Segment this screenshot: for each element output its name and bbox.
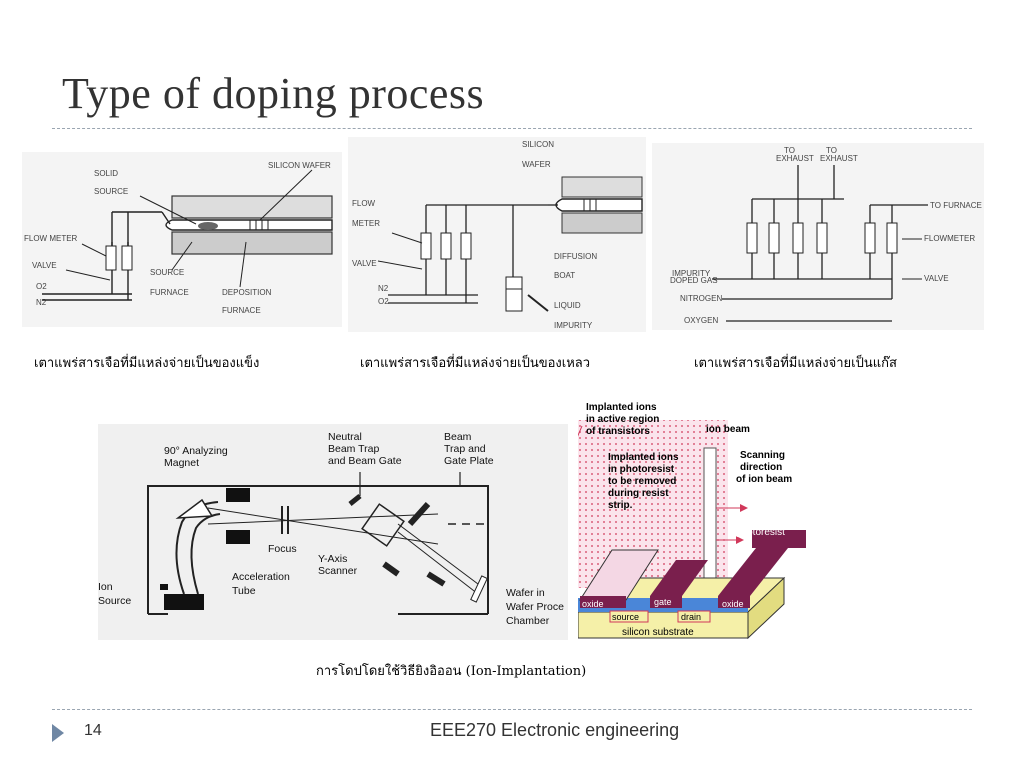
svg-text:Implanted ions: Implanted ions (586, 402, 657, 413)
svg-text:DOPED GAS: DOPED GAS (670, 276, 718, 285)
svg-text:Beam: Beam (444, 431, 472, 443)
svg-text:TO: TO (784, 146, 795, 155)
svg-text:Gate Plate: Gate Plate (444, 455, 494, 467)
svg-text:oxide: oxide (582, 599, 604, 609)
svg-text:Scanner: Scanner (318, 565, 358, 577)
svg-text:VALVE: VALVE (352, 259, 377, 268)
slide-title: Type of doping process (62, 69, 485, 118)
svg-text:Trap and: Trap and (444, 443, 486, 455)
svg-text:to be removed: to be removed (608, 476, 676, 487)
svg-text:Wafer in: Wafer in (506, 587, 545, 599)
svg-text:FLOW METER: FLOW METER (24, 234, 78, 243)
svg-text:SILICON WAFER: SILICON WAFER (268, 161, 331, 170)
svg-text:IMPURITY: IMPURITY (672, 269, 711, 278)
svg-text:IMPURITY: IMPURITY (554, 321, 593, 330)
svg-text:of ion beam: of ion beam (736, 474, 792, 485)
svg-text:and Beam Gate: and Beam Gate (328, 455, 402, 467)
svg-text:90° Analyzing: 90° Analyzing (164, 445, 228, 457)
svg-text:Tube: Tube (232, 585, 256, 597)
svg-text:SILICON: SILICON (522, 140, 554, 149)
svg-text:oxide: oxide (722, 599, 744, 609)
svg-text:silicon substrate: silicon substrate (622, 627, 694, 638)
svg-text:VALVE: VALVE (32, 261, 57, 270)
svg-text:EXHAUST: EXHAUST (820, 154, 858, 163)
svg-text:Acceleration: Acceleration (232, 571, 290, 583)
svg-text:Neutral: Neutral (328, 431, 362, 443)
svg-text:BOAT: BOAT (554, 271, 575, 280)
svg-text:Y-Axis: Y-Axis (318, 553, 347, 565)
svg-text:SOURCE: SOURCE (150, 268, 184, 277)
svg-text:FURNACE: FURNACE (222, 306, 261, 315)
svg-text:Source: Source (98, 595, 131, 607)
svg-text:of transistors: of transistors (586, 426, 650, 437)
svg-text:in photoresist: in photoresist (608, 464, 675, 475)
footer-divider (52, 709, 972, 710)
svg-text:EXHAUST: EXHAUST (776, 154, 814, 163)
liquid-source-caption: เตาแพร่สารเจือที่มีแหล่งจ่ายเป็นของเหลว (360, 356, 591, 371)
gas-source-caption: เตาแพร่สารเจือที่มีแหล่งจ่ายเป็นแก๊ส (694, 356, 897, 371)
svg-text:NITROGEN: NITROGEN (680, 294, 722, 303)
ion-implant-mos-diagram: Implanted ions in active region of trans… (578, 400, 808, 640)
svg-text:FURNACE: FURNACE (150, 288, 189, 297)
svg-text:O2: O2 (36, 282, 47, 291)
svg-text:LIQUID: LIQUID (554, 301, 581, 310)
svg-text:Ion: Ion (98, 581, 113, 593)
svg-text:drain: drain (681, 612, 701, 622)
svg-text:in active region: in active region (586, 414, 659, 425)
svg-text:gate: gate (654, 597, 672, 607)
svg-text:OXYGEN: OXYGEN (684, 316, 718, 325)
svg-text:FLOWMETER: FLOWMETER (924, 234, 975, 243)
ion-implanter-diagram: 90° Analyzing Magnet Neutral Beam Trap a… (98, 424, 568, 640)
svg-text:Focus: Focus (268, 543, 297, 555)
svg-text:SOLID: SOLID (94, 169, 118, 178)
svg-text:VALVE: VALVE (924, 274, 949, 283)
svg-text:direction: direction (740, 462, 782, 473)
ion-implant-caption: การโดปโดยใช้วิธียิงอิออน (Ion-Implantati… (316, 664, 587, 679)
svg-text:strip.: strip. (608, 500, 633, 511)
svg-text:O2: O2 (378, 297, 389, 306)
svg-text:WAFER: WAFER (522, 160, 551, 169)
svg-text:TO FURNACE: TO FURNACE (930, 201, 982, 210)
svg-text:DIFFUSION: DIFFUSION (554, 252, 597, 261)
svg-text:Wafer Proce: Wafer Proce (506, 601, 564, 613)
gas-source-diagram: TO EXHAUST TO EXHAUST TO FURNACE FLOWMET… (652, 143, 984, 330)
liquid-source-diagram: SILICON WAFER FLOW METER VALVE N2 O2 DIF… (348, 137, 646, 332)
solid-source-caption: เตาแพร่สารเจือที่มีแหล่งจ่ายเป็นของแข็ง (34, 356, 260, 371)
svg-text:Implanted ions: Implanted ions (608, 452, 679, 463)
footer-course-title: EEE270 Electronic engineering (430, 720, 680, 740)
solid-source-diagram: SOLID SOURCE SILICON WAFER FLOW METER VA… (22, 152, 342, 327)
svg-text:N2: N2 (378, 284, 389, 293)
svg-text:FLOW: FLOW (352, 199, 376, 208)
page-number: 14 (84, 722, 102, 739)
svg-text:Beam Trap: Beam Trap (328, 443, 380, 455)
svg-text:Magnet: Magnet (164, 457, 199, 469)
svg-text:source: source (612, 612, 639, 622)
title-divider (52, 128, 972, 129)
svg-text:during resist: during resist (608, 488, 669, 499)
slide-bullet-arrow-icon (52, 724, 64, 742)
svg-text:TO: TO (826, 146, 837, 155)
svg-text:photoresist: photoresist (736, 527, 785, 538)
svg-text:Scanning: Scanning (740, 450, 785, 461)
svg-text:N2: N2 (36, 298, 47, 307)
svg-text:DEPOSITION: DEPOSITION (222, 288, 272, 297)
svg-text:SOURCE: SOURCE (94, 187, 128, 196)
svg-text:METER: METER (352, 219, 380, 228)
svg-text:Chamber: Chamber (506, 615, 550, 627)
svg-text:ion beam: ion beam (706, 424, 750, 435)
